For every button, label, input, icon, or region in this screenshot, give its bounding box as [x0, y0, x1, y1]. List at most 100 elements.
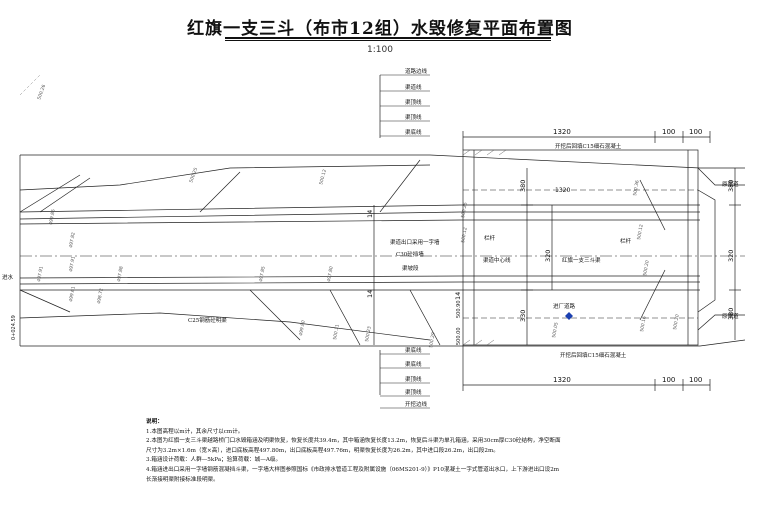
canal-line-5 [19, 281, 700, 285]
backfill-hatch [462, 149, 507, 346]
dim-text-right-c: 380 [727, 308, 735, 320]
excavation-bottom [19, 312, 431, 341]
outlet-note: 渠道出口采用一字墙 [390, 238, 440, 246]
note-line-4: 3.箱涵设计荷载：人群—5kPa；验算荷载：城—A级。 [146, 457, 282, 464]
dim-text-bottom-side-a: 100 [662, 376, 675, 384]
elev-23: 498.72 [96, 288, 105, 305]
elev-bottom-mark: 500.00 [456, 328, 462, 346]
drawing-title: 红旗一支三斗（布市12组）水毁修复平面布置图 [187, 19, 573, 39]
top-label-1: 道路边线 [405, 67, 428, 75]
dim-text-mid-d: 14 [454, 292, 462, 300]
dim-text-top-side-a: 100 [662, 128, 675, 136]
elev-top-mark: 500.90 [456, 301, 462, 319]
dim-text-mid-b: 320 [544, 250, 552, 262]
excavation-top [19, 164, 431, 191]
road-marker-icon [565, 312, 573, 320]
top-label-3: 渠顶线 [405, 98, 422, 106]
dim-text-right-b: 320 [727, 250, 735, 262]
note-line-5: 4.箱涵进出口采用一字墙钢筋混凝挡斗渠，一字墙大样图参照国标《市政排水管道工程及… [146, 466, 560, 473]
fan-5 [329, 289, 361, 346]
elev-17: 500.20 [672, 314, 681, 331]
canal-line-3 [19, 219, 700, 225]
top-label-5: 渠底线 [405, 128, 422, 136]
dim-text-top-side-b: 100 [689, 128, 702, 136]
backfill-top-note: 开挖后回填C15细石混凝土 [555, 142, 622, 150]
dim-text-bottom-side-b: 100 [689, 376, 702, 384]
railing-right-note: 栏杆 [620, 237, 632, 245]
right-outlet [697, 189, 716, 313]
canal-line-2 [19, 211, 700, 220]
bottom-label-5: 开挖边线 [405, 400, 428, 408]
diag-leader [19, 74, 41, 96]
dim-text-mid-a: 380 [519, 180, 527, 192]
dim-text-left-b: 14 [366, 290, 374, 298]
elev-10: 500.20 [642, 260, 651, 277]
elev-22: 499.61 [68, 286, 77, 303]
fan-1 [19, 174, 81, 213]
culvert-zone [462, 149, 699, 346]
c25-note: C25钢筋砼明渠 [188, 316, 227, 324]
elev-24: 500.26 [36, 84, 47, 101]
note-line-3: 尺寸为3.2m×1.6m（宽×高），进口底板高程497.80m，出口底板高程49… [146, 447, 499, 454]
elev-14: 500.29 [428, 332, 437, 349]
title-underline [225, 37, 551, 39]
c30-note: C30砼挡墙 [396, 250, 424, 258]
dim-text-right-a: 380 [727, 180, 735, 192]
elev-11: 499.80 [298, 320, 307, 337]
fan-8 [379, 159, 421, 213]
notes-block: 说明： 1.本图高程以m计，其余尺寸以cm计。 2.本图为红旗一支三斗渠越路桥门… [146, 418, 756, 485]
wing-diag-top [639, 179, 666, 231]
elev-12: 500.11 [332, 324, 341, 341]
dim-text-top-main: 1320 [553, 128, 571, 136]
elev-16: 500.16 [639, 316, 648, 333]
elev-6: 500.25 [460, 202, 469, 219]
canal-bottom-boundary [20, 339, 746, 347]
inlet-note: 进水 [2, 273, 14, 281]
elev-4: 497.82 [68, 232, 77, 249]
drawing-scale: 1:100 [367, 45, 393, 55]
canal-line-4 [19, 275, 700, 279]
fan-6 [409, 289, 441, 346]
elev-21: 497.91 [36, 266, 45, 283]
notes-heading: 说明： [146, 419, 163, 425]
slope-note: 渠坡段 [402, 264, 419, 272]
dim-text-bottom-main: 1320 [553, 376, 571, 384]
canal-name-note: 红旗一支三斗渠 [562, 256, 601, 264]
bottom-label-2: 渠底线 [405, 360, 422, 368]
label-leaders [380, 74, 430, 409]
chainage-mark: 0+024.59 [11, 315, 17, 340]
wing-diag-bottom [639, 269, 666, 321]
elev-19: 497.80 [326, 266, 335, 283]
canal-line-1 [19, 204, 700, 213]
elev-3: 499.86 [48, 209, 57, 226]
fan-2 [39, 177, 91, 213]
fan-3 [19, 289, 71, 313]
dim-text-left-a: 14 [366, 210, 374, 218]
bottom-label-1: 渠底线 [405, 346, 422, 354]
original-bottom-note: 原渠道 [722, 312, 739, 320]
note-line-1: 1.本图高程以m计，其余尺寸以cm计。 [146, 428, 244, 435]
elev-8: 500.36 [632, 180, 641, 197]
note-line-2: 2.本图为红旗一支三斗渠越路桥门口水毁箱涵及明渠恢复，恢复长度共39.4m，其中… [146, 438, 561, 445]
canal-center-note: 渠道中心线 [483, 256, 511, 264]
elev-1: 500.25 [188, 167, 199, 184]
top-label-4: 渠顶线 [405, 113, 422, 121]
top-label-2: 渠道线 [405, 83, 422, 91]
road-note: 进厂道路 [553, 302, 576, 310]
note-line-6: 长渐接明渠附接标准段明渠。 [146, 476, 219, 483]
fan-7 [199, 171, 241, 213]
elev-15: 500.05 [551, 322, 560, 339]
title-underline-thin [225, 40, 551, 41]
elev-2: 500.12 [318, 169, 328, 186]
bottom-label-4: 渠顶线 [405, 388, 422, 396]
elev-18: 497.85 [258, 266, 267, 283]
canal-top-boundary [20, 154, 745, 169]
elev-9: 500.12 [636, 224, 645, 241]
elev-20: 497.88 [116, 266, 125, 283]
elev-5: 497.91 [68, 256, 77, 273]
dim-text-mid-c: 330 [519, 310, 527, 322]
railing-left-note: 栏杆 [484, 234, 496, 242]
elev-13: 500.23 [364, 326, 373, 343]
bottom-label-3: 渠顶线 [405, 375, 422, 383]
